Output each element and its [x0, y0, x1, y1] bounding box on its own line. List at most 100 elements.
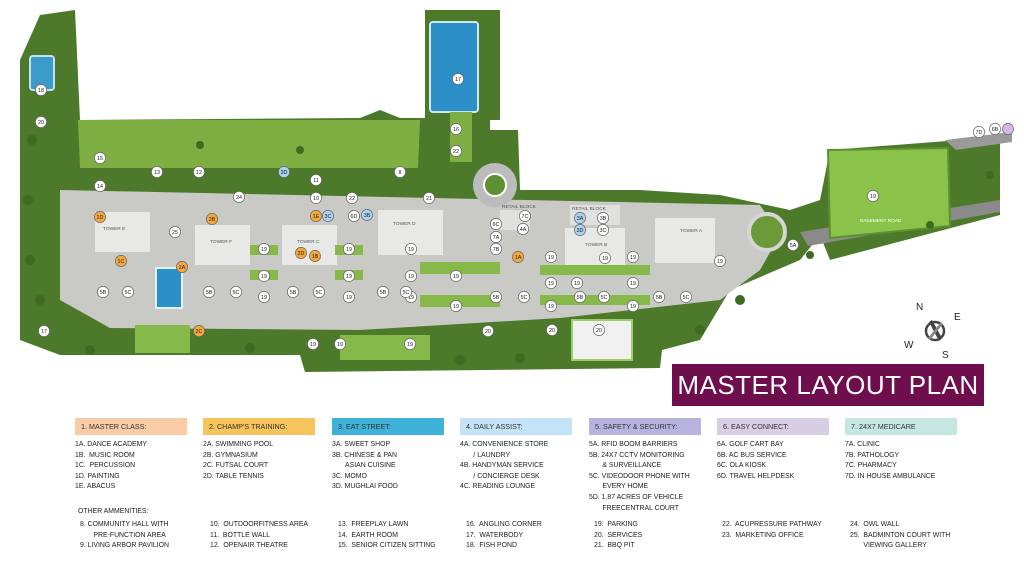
amenity-marker: 20 — [35, 116, 47, 128]
amenity-marker-label: 24 — [236, 195, 242, 201]
other-amenities-title: OTHER AMMENITIES: — [78, 508, 149, 515]
roundabout-center — [483, 173, 507, 197]
amenity-marker: 2A — [176, 261, 188, 273]
amenity-marker-label: 3C — [325, 214, 332, 220]
amenity-marker: 19 — [627, 251, 639, 263]
amenity-marker: 5C — [230, 286, 242, 298]
legend-item: 5C. VIDEODOOR PHONE WITH — [589, 472, 690, 480]
amenity-marker-label: 19 — [574, 281, 580, 287]
amenity-marker-label: 19 — [261, 295, 267, 301]
amenity-marker-circle — [94, 152, 106, 164]
amenity-marker-label: 20 — [485, 329, 491, 335]
amenity-marker: 3B — [597, 212, 609, 224]
amenity-marker-label: 5A — [790, 243, 797, 249]
amenity-marker-label: 19 — [453, 304, 459, 310]
amenity-marker-label: 3D — [577, 228, 584, 234]
tower-d-label: TOWER D — [393, 221, 416, 227]
amenity-marker-label: 19 — [261, 247, 267, 253]
retail-block-label-west: RETAIL BLOCK — [502, 204, 537, 210]
amenity-marker-circle — [203, 286, 215, 298]
amenity-marker-label: 13 — [154, 170, 160, 176]
amenity-marker-label: 17 — [455, 77, 461, 83]
amenity-marker-circle — [574, 224, 586, 236]
amenity-marker: 14 — [94, 180, 106, 192]
legend-title-safety-security: 5. SAFETY & SECURITY: — [589, 418, 701, 435]
amenity-marker-circle — [97, 286, 109, 298]
amenity-marker-circle — [343, 243, 355, 255]
tower-c-label: TOWER C — [297, 239, 320, 245]
amenity-marker-label: 8 — [399, 170, 402, 176]
amenity-marker-label: 2B — [209, 217, 216, 223]
compass-n: N — [916, 302, 924, 313]
amenity-marker-label: 7B — [493, 247, 500, 253]
amenity-marker-circle — [787, 239, 799, 251]
legend-item: ASIAN CUISINE — [332, 462, 396, 470]
amenity-marker-label: 14 — [97, 184, 103, 190]
amenity-marker-label: 5B — [380, 290, 387, 296]
amenity-marker: 22 — [346, 192, 358, 204]
amenity-marker-circle — [1002, 123, 1014, 135]
amenity-marker: 8 — [394, 166, 406, 178]
amenity-marker-label: 5B — [206, 290, 213, 296]
amenity-marker-circle — [627, 251, 639, 263]
amenity-marker-circle — [258, 291, 270, 303]
amenity-marker: 13 — [151, 166, 163, 178]
amenity-marker-circle — [307, 338, 319, 350]
legend-title-medicare: 7. 24X7 MEDICARE — [845, 418, 957, 435]
east-field — [826, 146, 952, 240]
legend-item: 6A. GOLF CART BAY — [717, 441, 784, 448]
legend-item: 3A. SWEET SHOP — [332, 441, 391, 448]
amenity-marker-circle — [206, 213, 218, 225]
amenity-marker-circle — [115, 255, 127, 267]
amenity-marker: 2D — [295, 247, 307, 259]
amenity-marker-circle — [122, 286, 134, 298]
legend-item: 2B. GYMNASIUM — [203, 451, 258, 459]
legend-item: 10. OUTDOORFITNESS AREA — [210, 521, 309, 528]
amenity-marker: 3A — [574, 212, 586, 224]
amenity-marker: 4A — [517, 223, 529, 235]
amenity-marker-circle — [599, 252, 611, 264]
legend-item: 5D. 1.87 ACRES OF VEHICLE — [589, 493, 684, 501]
amenity-marker-label: 19 — [310, 342, 316, 348]
amenity-marker-circle — [598, 291, 610, 303]
amenity-marker-circle — [361, 209, 373, 221]
compass-e: E — [954, 312, 961, 323]
legend-title-easy-connect: 6. EASY CONNECT: — [717, 418, 829, 435]
amenity-marker-circle — [230, 286, 242, 298]
legend-item: 1D. PAINTING — [75, 472, 120, 480]
amenity-marker-label: 6C — [493, 222, 500, 228]
amenity-marker: 19 — [627, 277, 639, 289]
amenity-marker-circle — [295, 247, 307, 259]
amenity-marker-label: 5C — [683, 295, 690, 301]
amenity-marker-label: 3A — [577, 216, 584, 222]
legend-item: EVERY HOME — [589, 483, 649, 491]
east-access-road — [945, 132, 1012, 150]
amenity-marker-label: 20 — [38, 120, 44, 126]
amenity-marker: 19 — [867, 190, 879, 202]
amenity-marker-label: 7D — [976, 130, 983, 136]
amenity-marker-label: 19 — [408, 247, 414, 253]
amenity-marker: 5B — [377, 286, 389, 298]
legend-item: 19. PARKING — [594, 521, 638, 528]
legend-item: 2D. TABLE TENNIS — [203, 472, 264, 480]
legend-item: & SURVEILLANCE — [589, 462, 662, 470]
retail-block-label-east: RETAIL BLOCK — [572, 206, 607, 212]
amenity-marker: 5A — [787, 239, 799, 251]
amenity-marker-label: 5C — [601, 295, 608, 301]
amenity-marker-label: 25 — [172, 230, 178, 236]
amenity-marker-circle — [176, 261, 188, 273]
amenity-marker-circle — [574, 291, 586, 303]
amenity-marker-label: 19 — [717, 259, 723, 265]
legend-item: FREECENTRAL COURT — [589, 504, 679, 512]
north-lawn — [78, 120, 420, 168]
amenity-marker: 11 — [310, 174, 322, 186]
